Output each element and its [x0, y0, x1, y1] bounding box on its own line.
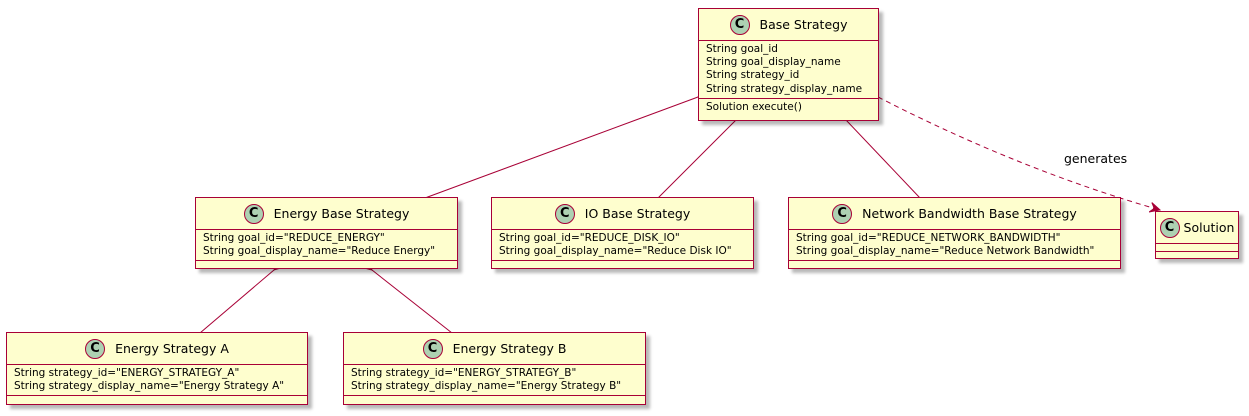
class-c-icon: C	[243, 203, 264, 224]
class-header: C Energy Strategy B	[344, 333, 645, 364]
class-solution[interactable]: C Solution	[1155, 211, 1239, 259]
inheritance-energy-a-to-energy-base	[199, 270, 274, 334]
attribute: String strategy_display_name	[706, 82, 863, 95]
methods-section	[196, 260, 457, 267]
attributes-section: String goal_id="REDUCE_NETWORK_BANDWIDTH…	[789, 229, 1120, 260]
methods-section	[789, 260, 1120, 267]
class-name: IO Base Strategy	[584, 206, 691, 221]
class-energy-base-strategy[interactable]: C Energy Base Strategy String goal_id="R…	[195, 197, 458, 269]
attributes-section	[1156, 243, 1238, 251]
attribute: String strategy_id="ENERGY_STRATEGY_A"	[14, 367, 240, 379]
class-c-icon: C	[729, 14, 750, 35]
class-c-icon: C	[1159, 217, 1180, 238]
class-name: Energy Strategy B	[452, 341, 567, 356]
attributes-section: String goal_id="REDUCE_DISK_IO" String g…	[492, 229, 753, 260]
methods-section: Solution execute()	[699, 97, 878, 116]
methods-section	[492, 260, 753, 267]
class-c-icon: C	[832, 203, 853, 224]
class-name: Solution	[1183, 220, 1235, 235]
class-energy-strategy-a[interactable]: C Energy Strategy A String strategy_id="…	[6, 332, 308, 405]
class-c-icon: C	[422, 338, 443, 359]
class-c-icon: C	[85, 338, 106, 359]
attribute: String goal_id="REDUCE_ENERGY"	[203, 232, 385, 244]
class-io-base-strategy[interactable]: C IO Base Strategy String goal_id="REDUC…	[491, 197, 754, 269]
class-network-bandwidth-base-strategy[interactable]: C Network Bandwidth Base Strategy String…	[788, 197, 1121, 269]
attribute: String strategy_display_name="Energy Str…	[351, 380, 622, 393]
attribute: String goal_display_name="Reduce Energy"	[203, 245, 436, 258]
attribute: String goal_id="REDUCE_NETWORK_BANDWIDTH…	[796, 232, 1061, 244]
methods-section	[7, 395, 307, 402]
class-name: Energy Strategy A	[115, 341, 229, 356]
attribute: String strategy_display_name="Energy Str…	[14, 380, 285, 393]
attribute: String goal_display_name="Reduce Disk IO…	[499, 245, 732, 258]
methods-section	[344, 395, 645, 402]
class-header: C Network Bandwidth Base Strategy	[789, 198, 1120, 229]
class-c-icon: C	[554, 203, 575, 224]
attribute: String goal_id="REDUCE_DISK_IO"	[499, 232, 680, 244]
attribute: String goal_id	[706, 43, 778, 55]
attributes-section: String goal_id String goal_display_name …	[699, 40, 878, 98]
class-header: C Base Strategy	[699, 9, 878, 40]
attributes-section: String strategy_id="ENERGY_STRATEGY_A" S…	[7, 364, 307, 395]
inheritance-energy-base-to-base	[424, 97, 698, 199]
attributes-section: String goal_id="REDUCE_ENERGY" String go…	[196, 229, 457, 260]
inheritance-network-base-to-base	[846, 120, 921, 199]
class-header: C Energy Strategy A	[7, 333, 307, 364]
class-name: Network Bandwidth Base Strategy	[862, 206, 1077, 221]
class-header: C IO Base Strategy	[492, 198, 753, 229]
class-base-strategy[interactable]: C Base Strategy String goal_id String go…	[698, 8, 879, 121]
class-name: Energy Base Strategy	[273, 206, 410, 221]
inheritance-energy-b-to-energy-base	[372, 270, 453, 334]
generates-label: generates	[1064, 151, 1128, 166]
method: Solution execute()	[706, 100, 802, 113]
inheritance-io-base-to-base	[657, 120, 736, 199]
attribute: String strategy_id	[706, 69, 800, 82]
methods-section	[1156, 251, 1238, 258]
attributes-section: String strategy_id="ENERGY_STRATEGY_B" S…	[344, 364, 645, 395]
class-header: C Energy Base Strategy	[196, 198, 457, 229]
attribute: String goal_display_name="Reduce Network…	[796, 245, 1095, 258]
class-name: Base Strategy	[759, 17, 848, 32]
class-energy-strategy-b[interactable]: C Energy Strategy B String strategy_id="…	[343, 332, 646, 405]
class-header: C Solution	[1156, 212, 1238, 243]
attribute: String goal_display_name	[706, 56, 841, 69]
attribute: String strategy_id="ENERGY_STRATEGY_B"	[351, 367, 577, 379]
dependency-generates	[877, 96, 1160, 210]
